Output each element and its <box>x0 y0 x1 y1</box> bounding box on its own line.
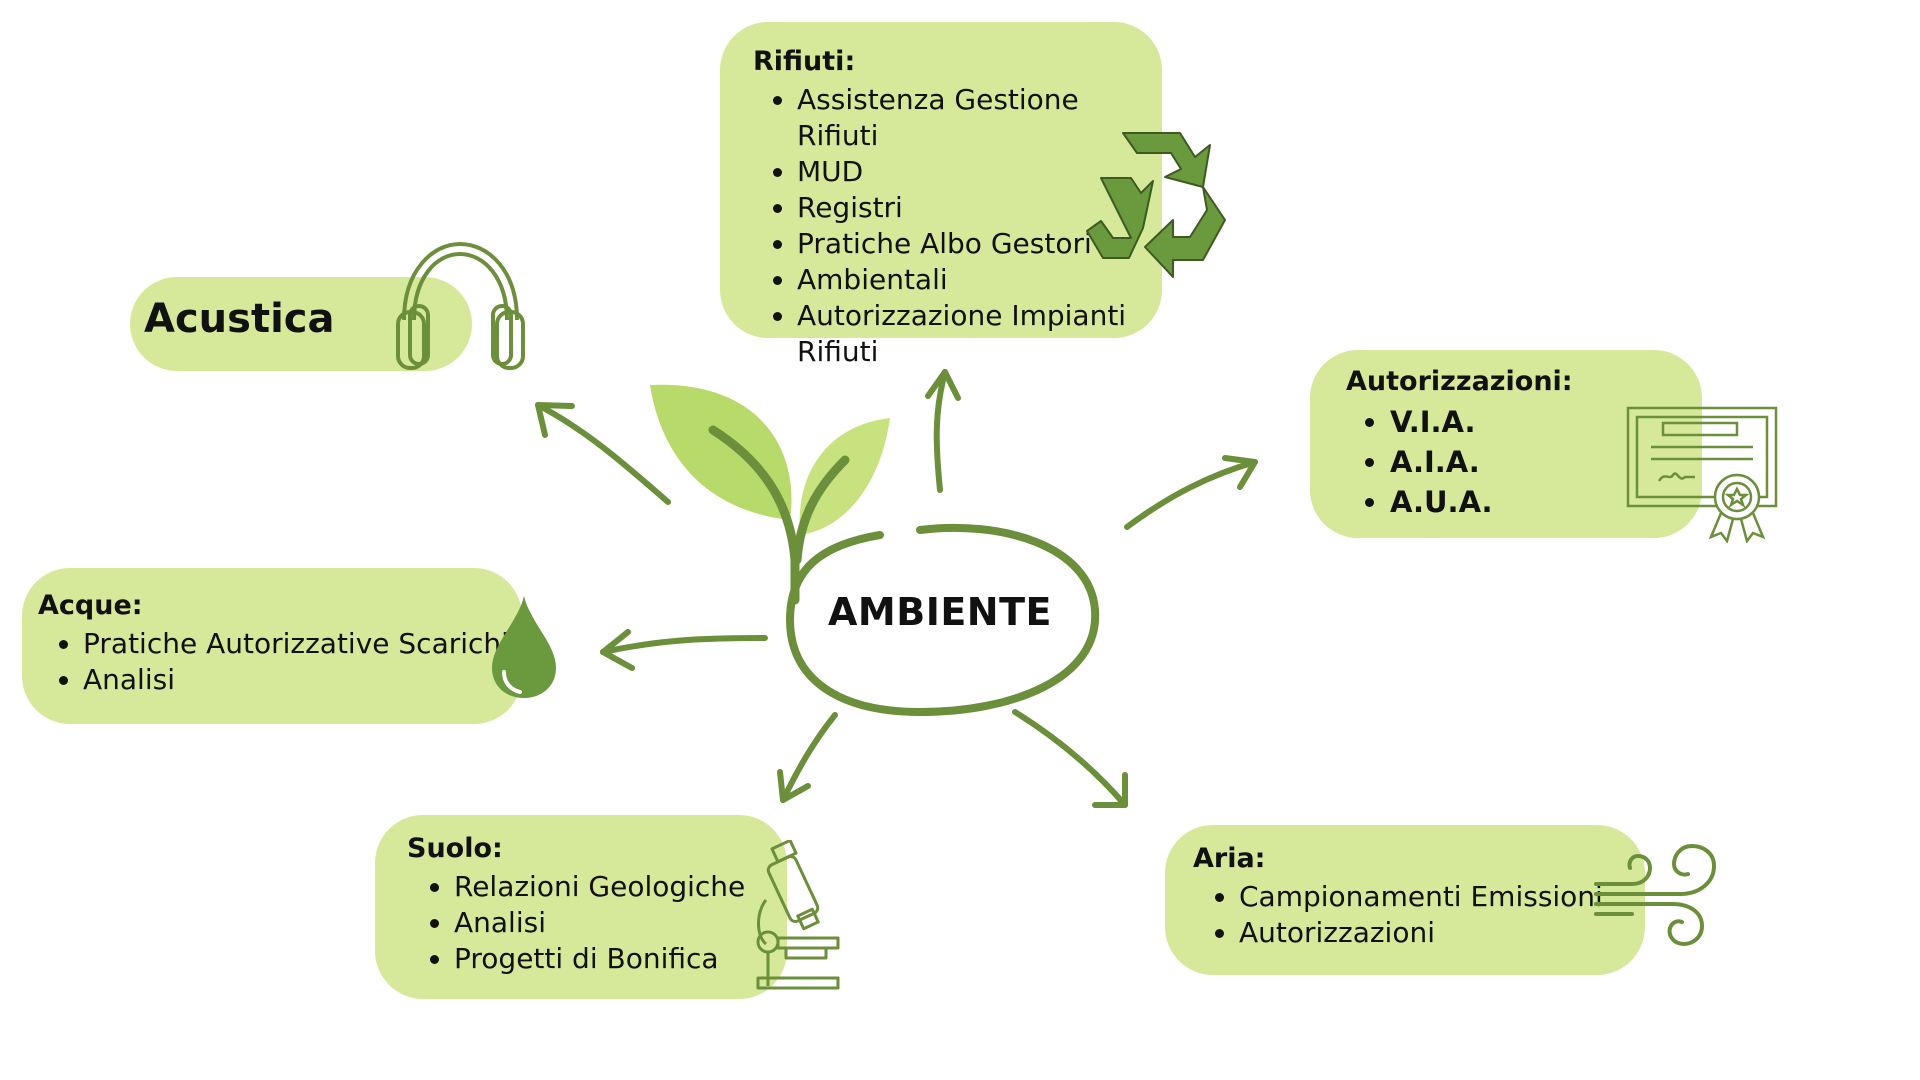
water-drop-icon <box>492 596 556 698</box>
certificate-icon <box>1626 406 1778 543</box>
list-item: Campionamenti Emissioni <box>1239 879 1645 915</box>
autorizzazioni-list: V.I.A. A.I.A. A.U.A. <box>1346 402 1702 522</box>
autorizzazioni-title: Autorizzazioni: <box>1346 366 1573 397</box>
acque-title: Acque: <box>38 590 143 621</box>
arrow-to-autorizzazioni <box>1124 455 1258 530</box>
list-item: Pratiche Albo Gestori <box>797 226 1157 262</box>
list-item: V.I.A. <box>1390 402 1702 442</box>
list-item: Analisi <box>454 905 787 941</box>
arrow-to-aria <box>1012 709 1128 808</box>
rifiuti-list: Assistenza Gestione Rifiuti MUD Registri… <box>753 82 1157 370</box>
microscope-icon <box>756 840 840 990</box>
list-item: Relazioni Geologiche <box>454 869 787 905</box>
acustica-title: Acustica <box>144 296 335 342</box>
list-item: Ambientali <box>797 262 1157 298</box>
rifiuti-box: Rifiuti: Assistenza Gestione Rifiuti MUD… <box>720 22 1162 368</box>
center-ellipse <box>785 523 1100 717</box>
list-item: Assistenza Gestione Rifiuti <box>797 82 1157 154</box>
arrow-to-rifiuti <box>925 369 961 493</box>
acustica-box <box>130 277 472 371</box>
suolo-list: Relazioni Geologiche Analisi Progetti di… <box>407 869 787 977</box>
list-item: A.I.A. <box>1390 442 1702 482</box>
list-item: Autorizzazione Impianti Rifiuti <box>797 298 1157 370</box>
acque-list: Pratiche Autorizzative Scarichi Analisi <box>38 626 522 698</box>
aria-box: Aria: Campionamenti Emissioni Autorizzaz… <box>1165 825 1645 975</box>
arrow-to-acustica <box>535 402 671 505</box>
aria-title: Aria: <box>1193 843 1266 874</box>
list-item: MUD <box>797 154 1157 190</box>
acque-box: Acque: Pratiche Autorizzative Scarichi A… <box>22 568 522 724</box>
center-label: AMBIENTE <box>828 590 1052 634</box>
wind-icon <box>1594 843 1717 947</box>
plant-leaves-icon <box>650 384 890 605</box>
aria-list: Campionamenti Emissioni Autorizzazioni <box>1193 879 1645 951</box>
list-item: Analisi <box>83 662 522 698</box>
list-item: A.U.A. <box>1390 482 1702 522</box>
suolo-title: Suolo: <box>407 833 503 864</box>
headphones-icon <box>396 241 525 370</box>
list-item: Progetti di Bonifica <box>454 941 787 977</box>
list-item: Pratiche Autorizzative Scarichi <box>83 626 522 662</box>
arrow-to-suolo <box>777 712 838 803</box>
list-item: Registri <box>797 190 1157 226</box>
arrow-to-acque <box>600 629 768 671</box>
suolo-box: Suolo: Relazioni Geologiche Analisi Prog… <box>375 815 787 999</box>
list-item: Autorizzazioni <box>1239 915 1645 951</box>
rifiuti-title: Rifiuti: <box>753 46 856 77</box>
recycle-icon <box>1086 132 1226 278</box>
